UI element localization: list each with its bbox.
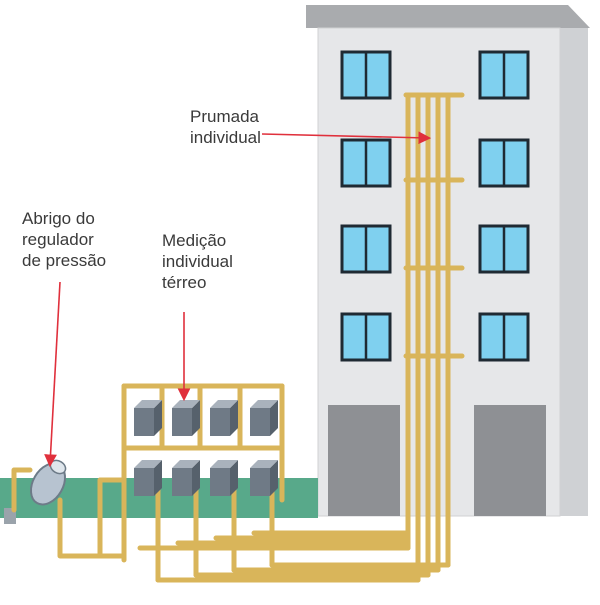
window (478, 50, 530, 100)
arrow-prumada (261, 131, 432, 145)
arrow-abrigo (44, 281, 61, 468)
gas-meter (134, 400, 162, 436)
window (340, 50, 392, 100)
building-windows (340, 50, 530, 362)
pipe-segment (57, 497, 127, 559)
pressure-regulator (29, 459, 67, 506)
window (340, 224, 392, 274)
building-doors (328, 405, 546, 516)
label-medicao-individual: Medição individual térreo (162, 231, 233, 292)
gas-meter (210, 460, 238, 496)
gas-pipes (11, 92, 465, 583)
gas-meter (172, 460, 200, 496)
gas-meter (134, 460, 162, 496)
gas-meter (250, 460, 278, 496)
window (478, 138, 530, 188)
gas-meter (250, 400, 278, 436)
window (340, 138, 392, 188)
pipe-segment (97, 477, 127, 559)
label-prumada-individual: Prumada individual (190, 107, 261, 147)
pipe-segment (11, 467, 33, 513)
door-right (474, 405, 546, 516)
gas-meters (134, 400, 278, 496)
window (478, 224, 530, 274)
door-left (328, 405, 400, 516)
window (340, 312, 392, 362)
gas-meter (210, 400, 238, 436)
building-side (560, 28, 588, 516)
annotation-arrows (44, 131, 432, 468)
gas-meter (172, 400, 200, 436)
label-abrigo-regulador: Abrigo do regulador de pressão (22, 209, 107, 270)
window (478, 312, 530, 362)
building-roof (306, 5, 590, 28)
